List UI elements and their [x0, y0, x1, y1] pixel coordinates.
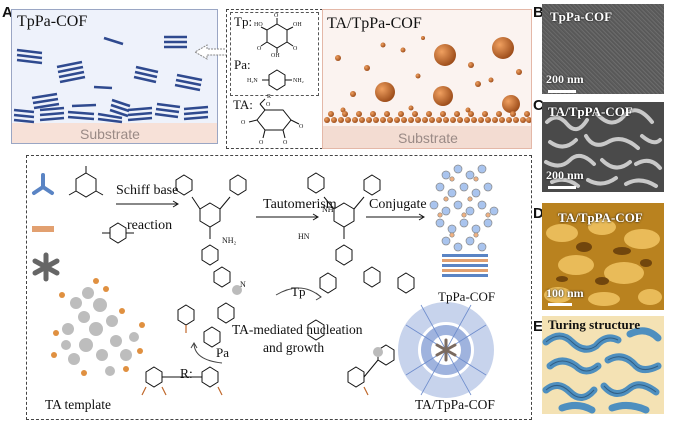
- svg-text:O: O: [257, 46, 262, 52]
- afm-texture: [544, 219, 662, 306]
- conjugate-label: Conjugate: [369, 197, 427, 212]
- stack-6: [174, 73, 203, 92]
- pa-arrow-label: Pa: [216, 345, 229, 360]
- cof-stack-drawing: [13, 35, 209, 124]
- stack-5: [133, 65, 159, 84]
- tppa-cof-scene: Substrate TpPa-COF: [11, 9, 218, 144]
- r-colon-label: R:: [180, 366, 193, 381]
- nh-label: NH: [322, 205, 334, 214]
- svg-text:NH₂: NH₂: [293, 78, 304, 84]
- svg-text:HO: HO: [254, 22, 263, 28]
- scale-b-text: 200 nm: [546, 72, 584, 86]
- ta-tppa-cof-scene: Substrate TA/TpPa-COF: [322, 9, 532, 149]
- hn-label: HN: [298, 232, 310, 241]
- cluster-4: [433, 86, 453, 106]
- pa-symbol: [32, 226, 54, 232]
- ta-ring: [256, 109, 292, 131]
- substrate-left: [12, 123, 217, 143]
- ta-template-molecule: [51, 278, 145, 376]
- nucleation-line2: and growth: [263, 340, 325, 355]
- stack-7: [93, 85, 113, 90]
- cluster-3: [375, 82, 395, 102]
- svg-text:OH: OH: [293, 22, 302, 28]
- honeycomb: [429, 164, 499, 252]
- svg-text:OH: OH: [271, 53, 280, 59]
- nucleation-line1: TA-mediated nucleation: [232, 322, 363, 337]
- scale-bar-b: [548, 90, 576, 93]
- tautomerism-label: Tautomerism: [263, 197, 337, 212]
- ta-star-center: [435, 338, 457, 362]
- ta-tppa-cof-title: TA/TpPa-COF: [327, 15, 422, 32]
- stack-1: [16, 48, 43, 65]
- mechanism-drawing: [32, 164, 499, 398]
- afm-label: TA/TpPA-COF: [558, 210, 643, 225]
- pa-label: Pa:: [234, 57, 251, 72]
- tp-arrow-label: Tp: [291, 284, 306, 299]
- ta-template-label: TA template: [45, 397, 112, 412]
- svg-text:O: O: [283, 140, 288, 146]
- nh2-label: NH₂: [222, 236, 237, 245]
- stack-2: [103, 36, 124, 46]
- svg-text:O: O: [259, 140, 264, 146]
- schiff-line1: Schiff base: [116, 183, 179, 198]
- tp-pa-subbox: [230, 12, 319, 96]
- scale-c-text: 200 nm: [546, 168, 584, 182]
- pa-ring: [268, 69, 286, 91]
- tp-label: Tp:: [234, 14, 253, 29]
- ta-label: TA:: [233, 97, 253, 112]
- stack-4: [56, 60, 86, 84]
- scale-bar-c: [548, 186, 576, 189]
- cluster-2: [492, 37, 514, 59]
- turing-label: Turing structure: [548, 317, 641, 332]
- sem-image-tppa: [542, 4, 664, 94]
- scale-d-text: 100 nm: [546, 286, 584, 300]
- svg-text:O: O: [293, 46, 298, 52]
- panel-letter-b: B: [533, 4, 544, 21]
- svg-text:O: O: [266, 102, 271, 108]
- cof-layer-stack: [442, 254, 488, 277]
- tp-o-top: O: [274, 13, 279, 19]
- ta-star-icon: [32, 252, 60, 282]
- turing-pattern: [542, 327, 662, 414]
- panel-letter-c: C: [533, 97, 544, 114]
- tppa-cof-title: TpPa-COF: [17, 13, 88, 30]
- schiff-line2: reaction: [127, 218, 173, 233]
- stack-bottom: [13, 102, 209, 124]
- substrate-right-label: Substrate: [398, 130, 458, 146]
- tppa-cof-product-label: TpPa-COF: [438, 289, 496, 304]
- stack-8: [31, 92, 60, 110]
- ta-tppa-cof-product-label: TA/TpPa-COF: [415, 397, 495, 412]
- sem-c-label: TA/TpPA-COF: [548, 104, 633, 119]
- cluster-1: [434, 44, 456, 66]
- tp-ring: [266, 23, 288, 49]
- sem-b-label: TpPa-COF: [550, 9, 613, 24]
- svg-text:R: R: [267, 94, 271, 100]
- stack-9: [109, 98, 131, 118]
- afm-image: [542, 203, 664, 310]
- substrate-particle-layer: [324, 111, 531, 123]
- turing-image: [542, 316, 664, 414]
- substrate-left-label: Substrate: [80, 126, 140, 142]
- n-highlight: [232, 285, 242, 295]
- svg-text:O: O: [299, 124, 304, 130]
- nanoparticle-drawing: [324, 36, 531, 123]
- tp-symbol: [32, 173, 54, 195]
- cluster-5: [502, 95, 520, 113]
- stack-3: [164, 35, 187, 49]
- panel-letter-a: A: [2, 4, 13, 21]
- substrate-right: [323, 126, 531, 148]
- sem-image-ta-tppa: [542, 102, 664, 192]
- panel-letter-e: E: [533, 318, 544, 335]
- n-label: N: [240, 280, 246, 289]
- panel-letter-d: D: [533, 205, 544, 222]
- scale-bar-d: [548, 303, 572, 306]
- pa-curved-arrow: [193, 342, 223, 364]
- svg-text:O: O: [241, 120, 246, 126]
- n-highlight-2: [373, 347, 383, 357]
- svg-text:H₂N: H₂N: [247, 78, 258, 84]
- sem-c-texture: [544, 108, 662, 188]
